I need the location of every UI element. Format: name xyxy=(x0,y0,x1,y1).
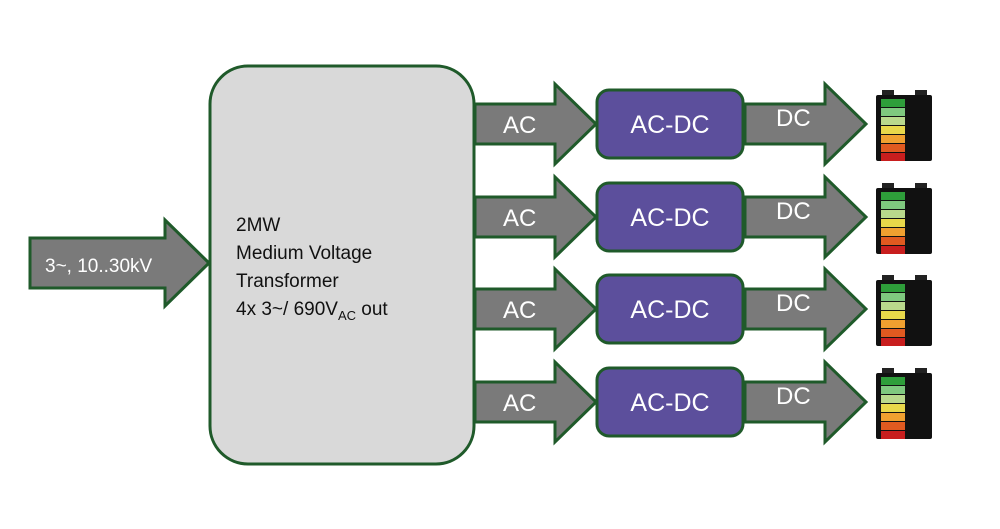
ac-dc-converter-box xyxy=(595,88,745,160)
dc-label: DC xyxy=(776,105,811,132)
battery-icon xyxy=(876,275,932,346)
ac-label: AC xyxy=(503,205,536,232)
channel-3: AC AC-DC DC xyxy=(473,265,932,353)
transformer-box xyxy=(208,64,476,466)
battery-charge-segment xyxy=(881,329,905,337)
output-spec-suffix: out xyxy=(356,299,388,320)
battery-charge-segment xyxy=(881,201,905,209)
ac-label: AC xyxy=(503,112,536,139)
ac-dc-converter-label: AC-DC xyxy=(630,296,709,324)
battery-charge-segment xyxy=(881,135,905,143)
battery-charge-segment xyxy=(881,422,905,430)
battery-terminal xyxy=(882,183,894,188)
ac-label: AC xyxy=(503,390,536,417)
input-arrow: 3~, 10..30kV xyxy=(28,216,212,310)
battery-terminal xyxy=(915,275,927,280)
ac-arrow xyxy=(473,173,599,261)
battery-charge-segment xyxy=(881,192,905,200)
battery-charge-segment xyxy=(881,210,905,218)
dc-label: DC xyxy=(776,383,811,410)
transformer-output-spec: 4x 3~/ 690VAC out xyxy=(236,299,388,323)
battery-charge-segment xyxy=(881,377,905,385)
battery-charge-segment xyxy=(881,293,905,301)
battery-charge-segment xyxy=(881,284,905,292)
dc-arrow xyxy=(743,265,869,353)
ac-dc-converter-box xyxy=(595,273,745,345)
channel-2: AC AC-DC DC xyxy=(473,173,932,261)
transformer-power-rating: 2MW xyxy=(236,215,280,236)
battery-charge-segment xyxy=(881,228,905,236)
output-channels: AC AC-DC DC AC AC-DC DC AC AC-DC DC AC AC-DC DC xyxy=(473,80,932,446)
transformer-type-line1: Medium Voltage xyxy=(236,243,372,264)
battery-charge-segment xyxy=(881,395,905,403)
battery-charge-segment xyxy=(881,219,905,227)
battery-charge-segment xyxy=(881,99,905,107)
input-voltage-label: 3~, 10..30kV xyxy=(45,256,153,277)
battery-charge-segment xyxy=(881,431,905,439)
ac-dc-converter-box xyxy=(595,181,745,253)
battery-icon xyxy=(876,183,932,254)
output-spec-subscript: AC xyxy=(338,308,356,323)
battery-terminal xyxy=(882,90,894,95)
battery-charge-segment xyxy=(881,144,905,152)
dc-arrow xyxy=(743,358,869,446)
ac-arrow xyxy=(473,358,599,446)
output-spec-prefix: 4x 3~/ 690V xyxy=(236,299,338,320)
battery-charge-segment xyxy=(881,302,905,310)
battery-terminal xyxy=(882,368,894,373)
ac-dc-converter-label: AC-DC xyxy=(630,389,709,417)
channel-1: AC AC-DC DC xyxy=(473,80,932,168)
battery-charge-segment xyxy=(881,237,905,245)
ac-dc-converter-box xyxy=(595,366,745,438)
battery-terminal xyxy=(915,368,927,373)
battery-icon xyxy=(876,90,932,161)
battery-terminal xyxy=(915,90,927,95)
dc-label: DC xyxy=(776,198,811,225)
battery-charge-segment xyxy=(881,404,905,412)
battery-charge-segment xyxy=(881,320,905,328)
channel-4: AC AC-DC DC xyxy=(473,358,932,446)
battery-charge-segment xyxy=(881,386,905,394)
ac-dc-converter-label: AC-DC xyxy=(630,111,709,139)
dc-label: DC xyxy=(776,290,811,317)
ac-label: AC xyxy=(503,297,536,324)
battery-charge-segment xyxy=(881,153,905,161)
dc-arrow xyxy=(743,173,869,261)
battery-charge-segment xyxy=(881,311,905,319)
battery-charge-segment xyxy=(881,246,905,254)
ac-arrow xyxy=(473,265,599,353)
battery-terminal xyxy=(882,275,894,280)
transformer-type-line2: Transformer xyxy=(236,271,339,292)
dc-arrow xyxy=(743,80,869,168)
battery-charge-segment xyxy=(881,413,905,421)
battery-charge-segment xyxy=(881,338,905,346)
battery-icon xyxy=(876,368,932,439)
ac-arrow xyxy=(473,80,599,168)
ac-dc-converter-label: AC-DC xyxy=(630,204,709,232)
battery-charge-segment xyxy=(881,117,905,125)
battery-charge-segment xyxy=(881,126,905,134)
input-arrow-shape xyxy=(28,216,212,310)
battery-terminal xyxy=(915,183,927,188)
battery-charge-segment xyxy=(881,108,905,116)
transformer-block: 2MW Medium Voltage Transformer 4x 3~/ 69… xyxy=(208,64,476,466)
